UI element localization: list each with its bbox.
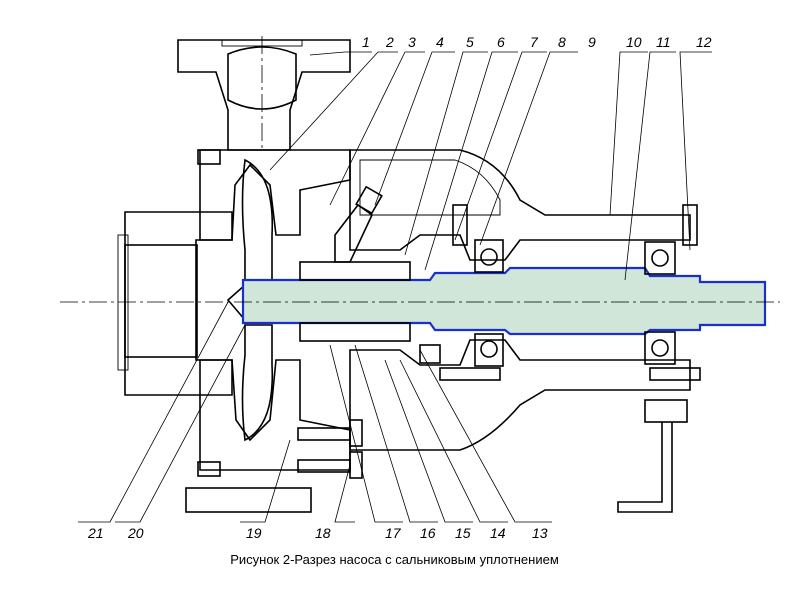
shaft <box>60 266 780 336</box>
callout-18: 18 <box>315 525 331 541</box>
callout-11: 11 <box>656 34 671 50</box>
callout-8: 8 <box>558 34 566 50</box>
gland-packing <box>299 185 411 342</box>
bearing-bracket <box>349 149 691 451</box>
callout-5: 5 <box>466 34 474 50</box>
callout-12: 12 <box>696 34 712 50</box>
callout-19: 19 <box>246 525 262 541</box>
callout-7: 7 <box>530 34 539 50</box>
callout-16: 16 <box>420 525 436 541</box>
callout-17: 17 <box>385 525 402 541</box>
callout-21: 21 <box>87 525 104 541</box>
leader-lines <box>78 51 712 523</box>
callout-15: 15 <box>455 525 471 541</box>
callout-10: 10 <box>626 34 642 50</box>
bearing-right <box>644 241 676 365</box>
callout-20: 20 <box>127 525 144 541</box>
callout-14: 14 <box>490 525 506 541</box>
bearing-left <box>474 239 504 367</box>
support-foot <box>185 399 688 513</box>
callout-6: 6 <box>497 34 505 50</box>
discharge-flange <box>177 36 351 151</box>
callout-4: 4 <box>436 34 444 50</box>
figure-caption: Рисунок 2-Разрез насоса с сальниковым уп… <box>230 552 559 567</box>
callout-13: 13 <box>532 525 548 541</box>
callout-2: 2 <box>385 34 394 50</box>
bolts <box>197 149 701 479</box>
callout-9: 9 <box>588 34 596 50</box>
callout-1: 1 <box>362 34 370 50</box>
callout-3: 3 <box>408 34 416 50</box>
